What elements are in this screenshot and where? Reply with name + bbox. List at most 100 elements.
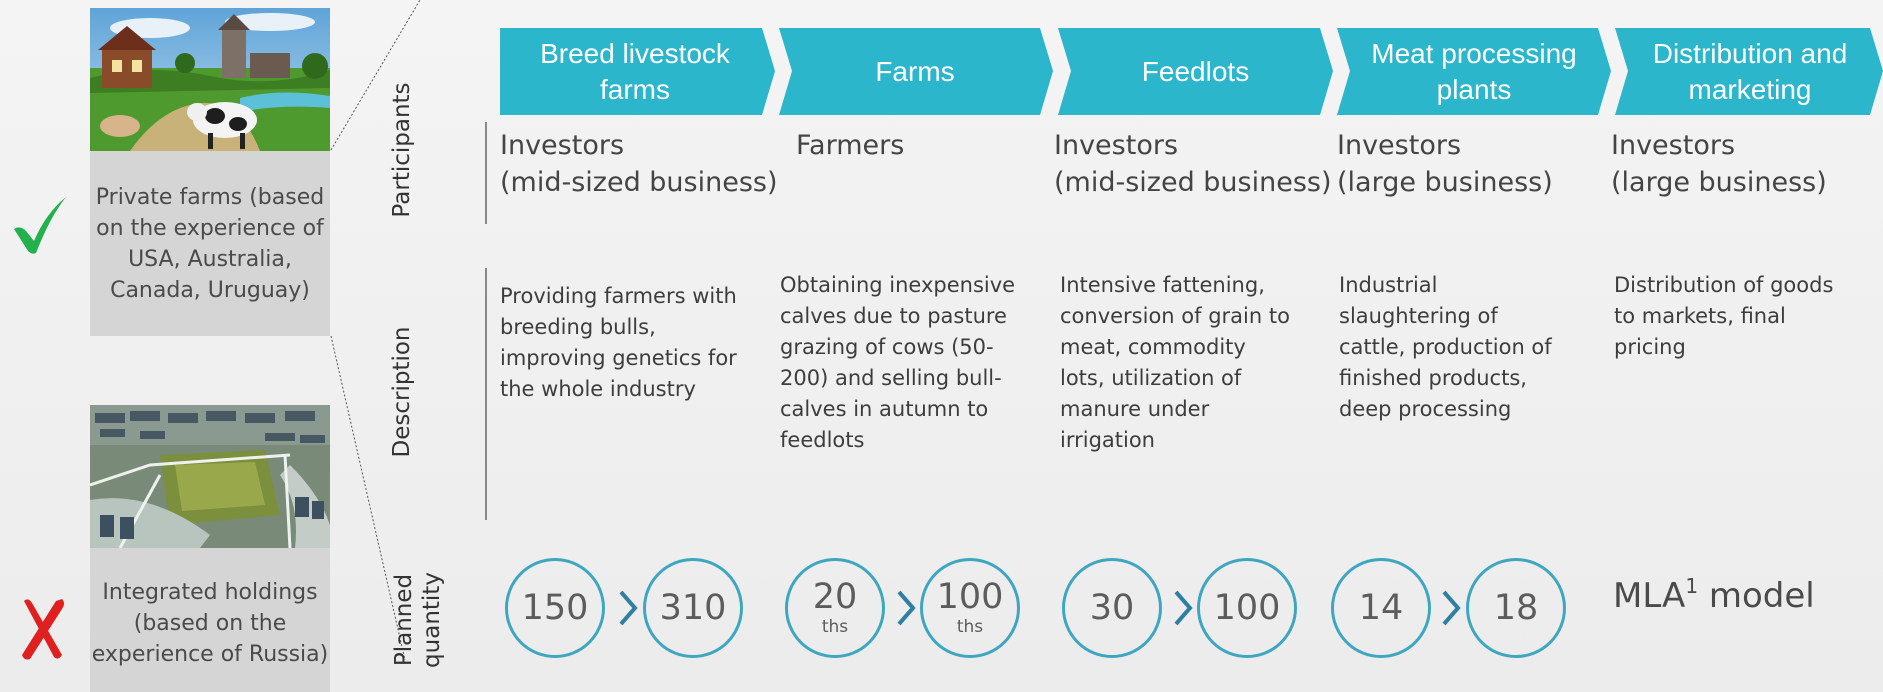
participant-distribution: Investors (large business) — [1611, 127, 1827, 201]
stage-title-line1: Farms — [875, 55, 955, 87]
stage-title-line1: Meat processing — [1371, 37, 1577, 69]
stage-title-breed-livestock: Breed livestock farms — [500, 28, 770, 115]
stage-title-meat-processing: Meat processing plants — [1345, 28, 1603, 115]
description-line: Providing farmers with — [500, 284, 737, 308]
cross-icon — [22, 599, 64, 660]
chevron-breed-livestock — [500, 28, 775, 115]
chevron-right-icon — [619, 590, 638, 626]
description-line: slaughtering of — [1339, 304, 1498, 328]
private-farm-image — [90, 8, 330, 151]
description-breed-livestock: Providing farmers with breeding bulls, i… — [500, 281, 737, 405]
description-line: deep processing — [1339, 397, 1512, 421]
chevron-shapes — [500, 28, 1883, 115]
participant-line2: (mid-sized business) — [500, 167, 778, 198]
description-line: Intensive fattening, — [1060, 273, 1265, 297]
row-label-planned-quantity: Planned quantity — [390, 560, 446, 680]
planned-circle-breed-from: 150 — [505, 558, 605, 658]
chevron-farms — [779, 28, 1053, 115]
description-line: breeding bulls, — [500, 315, 656, 339]
description-farms: Obtaining inexpensive calves due to past… — [780, 270, 1015, 456]
chevron-feedlots — [1058, 28, 1333, 115]
planned-value: 150 — [521, 588, 589, 628]
planned-circle-farms-from: 20 ths — [785, 558, 885, 658]
integrated-holdings-caption: Integrated holdings (based on the experi… — [91, 579, 329, 667]
description-line: conversion of grain to — [1060, 304, 1290, 328]
stage-title-distribution: Distribution and marketing — [1625, 28, 1875, 115]
description-feedlots: Intensive fattening, conversion of grain… — [1060, 270, 1290, 456]
stage-title-line1: Distribution and — [1652, 37, 1848, 69]
description-line: 200) and selling bull- — [780, 366, 1002, 390]
zoom-guide-lines — [330, 0, 421, 661]
participant-line1: Investors — [1054, 130, 1179, 161]
participant-line1: Farmers — [796, 130, 905, 161]
participants-rule — [485, 122, 487, 224]
participant-line1: Investors — [500, 130, 625, 161]
planned-circle-meat-to: 18 — [1466, 558, 1566, 658]
planned-circle-feedlots-to: 100 — [1197, 558, 1297, 658]
planned-value: 100 — [936, 577, 1004, 617]
planned-unit: ths — [821, 617, 849, 637]
planned-value: 30 — [1089, 588, 1135, 628]
stage-title-line2: farms — [600, 73, 670, 105]
description-line: Industrial — [1339, 273, 1438, 297]
description-line: finished products, — [1339, 366, 1527, 390]
description-line: improving genetics for — [500, 346, 737, 370]
description-line: irrigation — [1060, 428, 1155, 452]
participant-meat-processing: Investors (large business) — [1337, 127, 1553, 201]
stage-title-line2: marketing — [1688, 73, 1812, 105]
participant-line2: (large business) — [1337, 167, 1553, 198]
planned-value: 14 — [1358, 588, 1404, 628]
participant-line2: (mid-sized business) — [1054, 167, 1332, 198]
chevron-right-icon — [1174, 590, 1193, 626]
chevron-right-icon — [897, 590, 916, 626]
planned-value: 310 — [659, 588, 727, 628]
planned-circle-farms-to: 100 ths — [920, 558, 1020, 658]
description-line: lots, utilization of — [1060, 366, 1242, 390]
description-meat-processing: Industrial slaughtering of cattle, produ… — [1339, 270, 1552, 425]
description-line: pricing — [1614, 335, 1686, 359]
description-line: calves in autumn to — [780, 397, 989, 421]
chevron-right-icon — [1442, 590, 1461, 626]
description-rule — [485, 268, 487, 520]
integrated-holding-image — [90, 405, 330, 548]
chevron-meat-processing — [1337, 28, 1611, 115]
chevron-distribution — [1615, 28, 1883, 115]
planned-value: 100 — [1213, 588, 1281, 628]
row-label-description: Description — [389, 326, 415, 458]
description-line: Distribution of goods — [1614, 273, 1834, 297]
description-line: feedlots — [780, 428, 865, 452]
participant-breed-livestock: Investors (mid-sized business) — [500, 127, 778, 201]
description-line: meat, commodity — [1060, 335, 1246, 359]
stage-title-feedlots: Feedlots — [1068, 28, 1323, 115]
mla-model-label: MLA1 model — [1613, 574, 1815, 616]
planned-circle-feedlots-from: 30 — [1062, 558, 1162, 658]
mla-footnote-marker: 1 — [1685, 574, 1699, 598]
description-line: calves due to pasture — [780, 304, 1007, 328]
description-line: grazing of cows (50- — [780, 335, 994, 359]
mla-suffix: model — [1698, 576, 1815, 616]
planned-unit: ths — [956, 617, 984, 637]
description-line: manure under — [1060, 397, 1210, 421]
private-farms-caption-box: Private farms (based on the experience o… — [90, 151, 330, 336]
participant-farms: Farmers — [796, 127, 904, 164]
planned-circle-breed-to: 310 — [643, 558, 743, 658]
integrated-holdings-caption-box: Integrated holdings (based on the experi… — [90, 548, 330, 692]
description-line: cattle, production of — [1339, 335, 1552, 359]
stage-title-line2: plants — [1436, 73, 1512, 105]
participant-feedlots: Investors (mid-sized business) — [1054, 127, 1332, 201]
planned-quantity-line1: Planned — [391, 573, 417, 667]
left-panel: Private farms (based on the experience o… — [0, 0, 340, 692]
description-distribution: Distribution of goods to markets, final … — [1614, 270, 1833, 363]
stage-title-line1: Breed livestock — [540, 37, 730, 69]
stage-title-line1: Feedlots — [1141, 55, 1250, 87]
mla-text: MLA — [1613, 576, 1686, 616]
participant-line1: Investors — [1611, 130, 1736, 161]
private-farms-caption: Private farms (based on the experience o… — [95, 184, 325, 303]
participant-line1: Investors — [1337, 130, 1462, 161]
planned-value: 18 — [1493, 588, 1539, 628]
participant-line2: (large business) — [1611, 167, 1827, 198]
planned-circle-meat-from: 14 — [1331, 558, 1431, 658]
description-line: Obtaining inexpensive — [780, 273, 1016, 297]
stage-title-farms: Farms — [790, 28, 1040, 115]
planned-quantity-line2: quantity — [419, 572, 445, 668]
